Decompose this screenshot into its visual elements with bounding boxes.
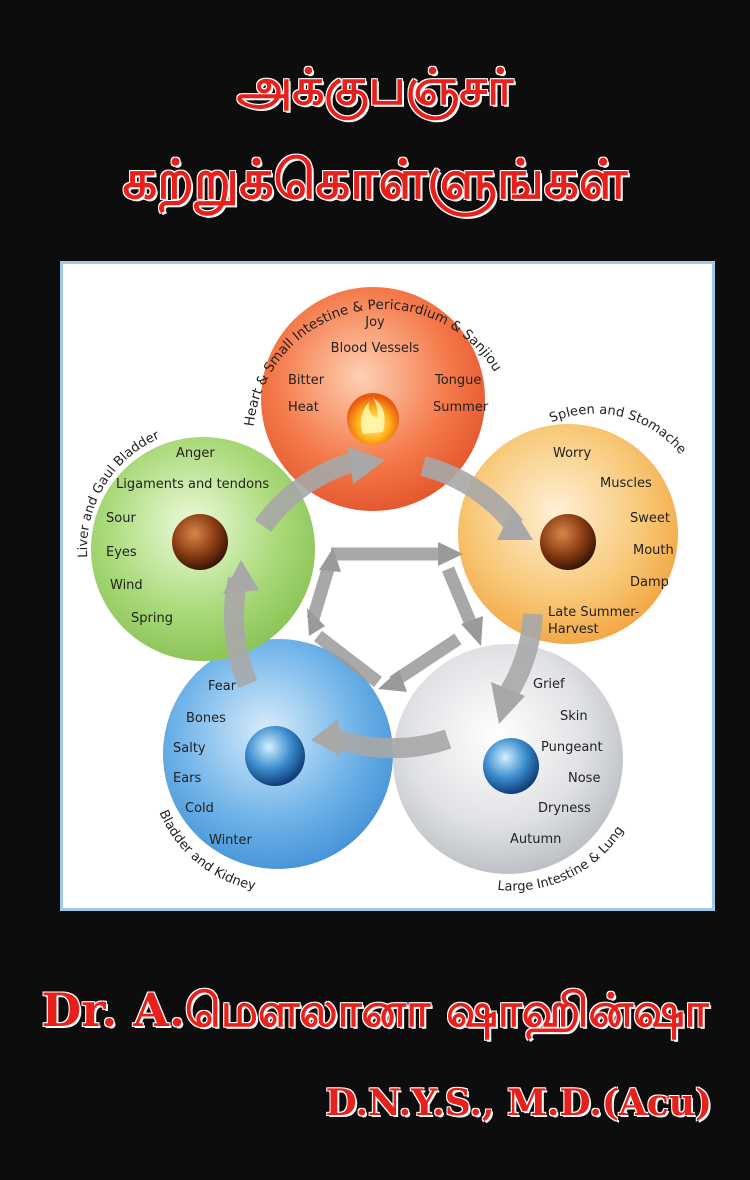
metal-item-5: Dryness <box>538 801 591 816</box>
metal-item-4: Nose <box>568 771 600 786</box>
metal-item-2: Skin <box>560 709 588 724</box>
wood-orb-icon <box>172 514 228 570</box>
water-item-3: Salty <box>173 741 206 756</box>
earth-orb-icon <box>540 514 596 570</box>
earth-item-3: Sweet <box>630 511 670 526</box>
wood-item-1: Anger <box>176 446 215 461</box>
water-item-6: Winter <box>209 833 253 848</box>
water-item-5: Cold <box>185 801 214 816</box>
flame-icon <box>361 398 385 434</box>
fire-item-3: Bitter <box>288 373 325 388</box>
title-line-1: அக்குபஞ்சர் <box>236 58 514 116</box>
author-name: Dr. A.மௌலானா ஷாஹின்ஷா <box>41 983 709 1037</box>
controlling-arrowheads <box>307 542 483 692</box>
water-item-4: Ears <box>173 771 202 786</box>
fire-item-4: Tongue <box>434 373 481 388</box>
water-orb-icon <box>245 726 305 786</box>
fire-item-6: Summer <box>433 400 489 415</box>
wood-item-5: Wind <box>110 578 143 593</box>
fire-item-1: Joy <box>364 315 385 330</box>
earth-item-4: Mouth <box>633 543 674 558</box>
earth-item-5: Damp <box>630 575 669 590</box>
water-item-1: Fear <box>208 679 237 694</box>
wood-item-6: Spring <box>131 611 173 626</box>
five-elements-diagram: Heart & Small Intestine & Pericardium & … <box>60 261 715 911</box>
metal-item-3: Pungeant <box>541 740 603 755</box>
metal-item-1: Grief <box>533 677 565 692</box>
wood-item-4: Eyes <box>106 545 137 560</box>
earth-item-6: Late Summer- <box>548 605 640 620</box>
water-item-2: Bones <box>186 711 226 726</box>
wood-item-2: Ligaments and tendons <box>116 477 269 492</box>
metal-orb-icon <box>483 738 539 794</box>
earth-item-2: Muscles <box>600 476 652 491</box>
fire-item-2: Blood Vessels <box>331 341 420 356</box>
cycle-arrowheads <box>223 447 533 756</box>
controlling-cycle-arrows <box>306 547 477 688</box>
five-elements-svg: Heart & Small Intestine & Pericardium & … <box>76 287 689 895</box>
earth-item-1: Worry <box>553 446 592 461</box>
fire-item-5: Heat <box>288 400 319 415</box>
author-degree: D.N.Y.S., M.D.(Acu) <box>325 1082 712 1124</box>
earth-item-7: Harvest <box>548 622 599 637</box>
wood-item-3: Sour <box>106 511 136 526</box>
metal-item-6: Autumn <box>510 832 561 847</box>
title-line-2: கற்றுக்கொள்ளுங்கள் <box>122 148 628 211</box>
